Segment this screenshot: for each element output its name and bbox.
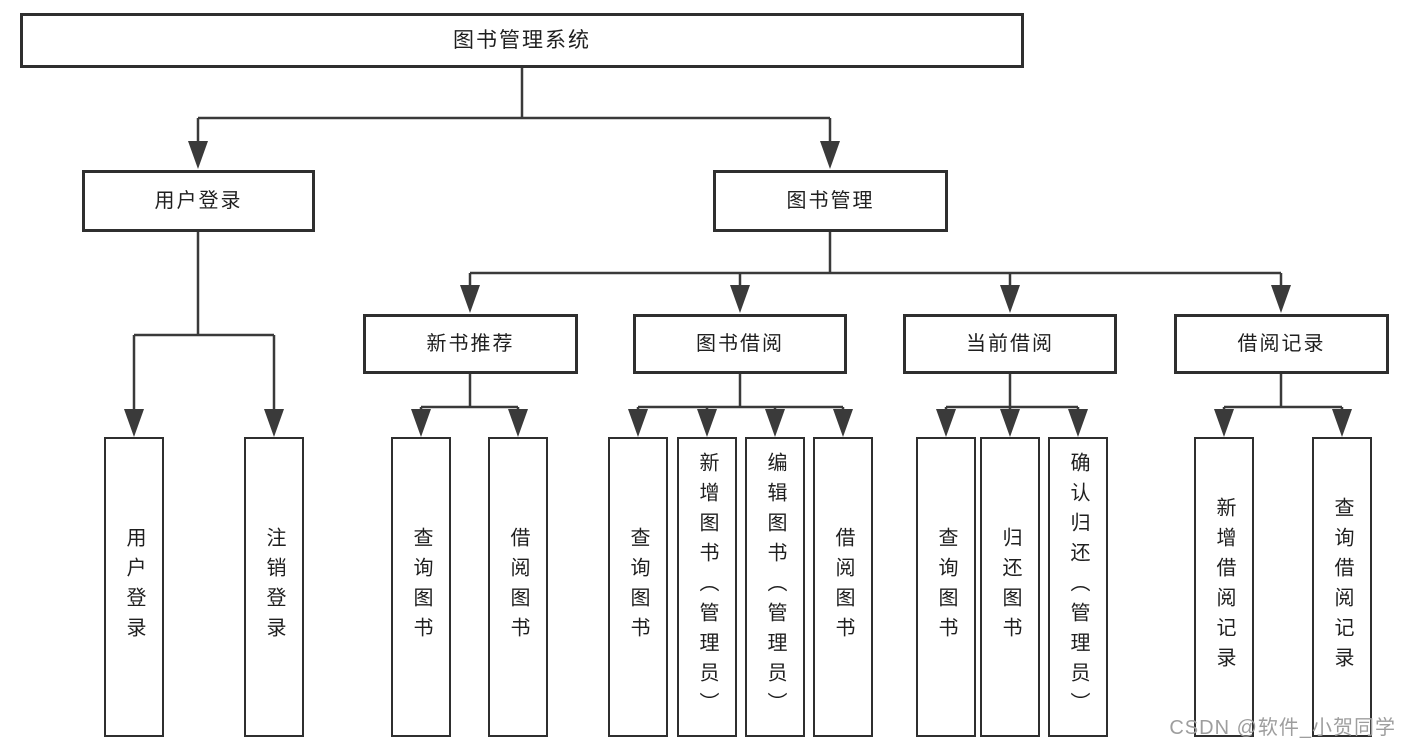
connector-lines [132, 68, 1344, 414]
arrow-down-icon [697, 409, 717, 437]
leaf-return-books: 归还图书 [980, 437, 1040, 737]
arrow-down-icon [264, 409, 284, 437]
arrow-down-icon [1271, 285, 1291, 313]
arrow-down-icon [820, 141, 840, 169]
leaf-borrow-books-recommend: 借阅图书 [488, 437, 548, 737]
arrow-down-icon [936, 409, 956, 437]
connector-borrow-records-children [1222, 374, 1344, 414]
arrow-down-icon [1214, 409, 1234, 437]
arrow-down-icon [411, 409, 431, 437]
connector-current-borrow-children [944, 374, 1080, 414]
node-borrow-records: 借阅记录 [1174, 314, 1389, 374]
connector-user-login-children [132, 232, 276, 414]
arrow-down-icon [508, 409, 528, 437]
leaf-logout: 注销登录 [244, 437, 304, 737]
arrow-down-icon [1000, 409, 1020, 437]
leaf-query-books-borrow: 查询图书 [608, 437, 668, 737]
connector-book-borrow-children [636, 374, 845, 414]
connector-book-management-children [468, 232, 1283, 290]
node-new-book-recommend: 新书推荐 [363, 314, 578, 374]
arrow-down-icon [1332, 409, 1352, 437]
arrow-down-icon [1068, 409, 1088, 437]
arrow-down-icon [628, 409, 648, 437]
leaf-confirm-return-admin: 确认归还（管理员） [1048, 437, 1108, 737]
leaf-add-borrow-record: 新增借阅记录 [1194, 437, 1254, 737]
arrow-down-icon [765, 409, 785, 437]
leaf-add-books-admin: 新增图书（管理员） [677, 437, 737, 737]
node-book-borrow: 图书借阅 [633, 314, 847, 374]
arrow-down-icon [460, 285, 480, 313]
node-current-borrow: 当前借阅 [903, 314, 1117, 374]
arrow-down-icon [730, 285, 750, 313]
leaf-borrow-books: 借阅图书 [813, 437, 873, 737]
connector-new-book-recommend-children [419, 374, 520, 414]
leaf-query-books-current: 查询图书 [916, 437, 976, 737]
leaf-query-borrow-record: 查询借阅记录 [1312, 437, 1372, 737]
node-library-management-system: 图书管理系统 [20, 13, 1024, 68]
leaf-query-books-recommend: 查询图书 [391, 437, 451, 737]
arrow-down-icon [1000, 285, 1020, 313]
leaf-edit-books-admin: 编辑图书（管理员） [745, 437, 805, 737]
arrow-down-icon [124, 409, 144, 437]
node-book-management: 图书管理 [713, 170, 948, 232]
node-user-login: 用户登录 [82, 170, 315, 232]
connector-root-to-level2 [196, 68, 832, 146]
arrow-down-icon [188, 141, 208, 169]
leaf-user-login: 用户登录 [104, 437, 164, 737]
csdn-watermark: CSDN @软件_小贺同学 [1169, 717, 1396, 739]
arrowheads [124, 141, 1352, 437]
arrow-down-icon [833, 409, 853, 437]
